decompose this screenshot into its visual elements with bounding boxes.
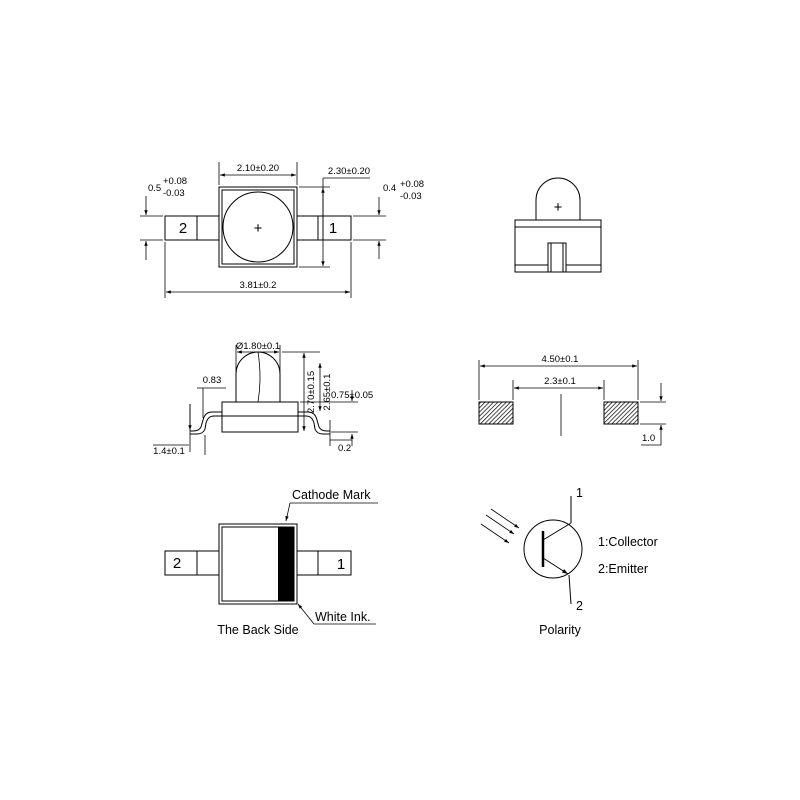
- lead-left-tol-plus: +0.08: [163, 176, 187, 187]
- lead-right-tol-minus: -0.03: [400, 191, 422, 202]
- dim-075-label: 0.75±0.05: [331, 390, 373, 401]
- lead-right-width-label: 0.4: [383, 183, 396, 194]
- pad-right: [603, 401, 639, 425]
- back-pin-right-label: 1: [337, 556, 345, 573]
- side-lead-left: [190, 411, 222, 432]
- back-view: 2 1 Cathode Mark White Ink. The Back Sid…: [164, 488, 378, 637]
- back-lead-left: [164, 550, 220, 576]
- polarity-pin-top-label: 1: [576, 486, 583, 500]
- cathode-mark-label: Cathode Mark: [292, 488, 371, 502]
- height-dim-label: 2.30±0.20: [328, 166, 370, 177]
- top-center-mark: +: [254, 220, 263, 237]
- dim-083-label: 0.83: [203, 375, 222, 386]
- top-view: + 2 1 2.10±0.20 2.30±0.20 3.81±0.2 0.5 +…: [140, 162, 424, 298]
- emitter-lead: [568, 574, 572, 605]
- top-pin-left-label: 2: [179, 220, 187, 237]
- transistor-circle: [523, 519, 583, 579]
- total-length-dim-label: 3.81±0.2: [240, 280, 277, 291]
- top-lens-circle: [222, 191, 294, 263]
- polarity-pin-bottom-label: 2: [576, 599, 583, 613]
- polarity-caption: Polarity: [539, 623, 581, 637]
- lens-diameter-label: Ø1.80±0.1: [236, 341, 280, 352]
- polarity-symbol: 1 2 1:Collector 2:Emitter Polarity: [480, 486, 658, 637]
- back-pin-left-label: 2: [173, 555, 181, 572]
- pad-total-dim-label: 4.50±0.1: [542, 354, 579, 365]
- width-dim-label: 2.10±0.20: [237, 163, 279, 174]
- lead-left: [164, 215, 220, 241]
- pad-left: [478, 401, 514, 425]
- dim-14-label: 1.4±0.1: [153, 446, 185, 457]
- lead-right-tol-plus: +0.08: [400, 179, 424, 190]
- lead-left-tol-minus: -0.03: [163, 188, 185, 199]
- pad-inner-dim-label: 2.3±0.1: [544, 376, 576, 387]
- side-lens: [235, 351, 281, 402]
- light-arrows-icon: [480, 508, 520, 544]
- side-base-upper: [221, 401, 299, 417]
- top-body-inner: [221, 189, 295, 265]
- dim-270-label: 2.70±0.15: [306, 371, 317, 413]
- side-base-lower: [221, 415, 299, 433]
- front-center-lead: [547, 242, 567, 273]
- front-lens-dome: [535, 177, 581, 220]
- dim-02-label: 0.2: [338, 443, 351, 454]
- back-side-caption: The Back Side: [217, 623, 298, 637]
- pad-layout: 4.50±0.1 2.3±0.1 1.0: [478, 354, 666, 446]
- collector-label: 1:Collector: [598, 535, 658, 549]
- emitter-label: 2:Emitter: [598, 562, 648, 576]
- cathode-mark-bar: [278, 527, 294, 601]
- lead-left-width-label: 0.5: [148, 183, 161, 194]
- top-pin-right-label: 1: [329, 220, 337, 237]
- side-view: Ø1.80±0.1 0.83 1.4±0.1 2.70±0.15 2.65±0.…: [153, 341, 373, 457]
- lead-right: [296, 215, 352, 241]
- front-center-mark: +: [554, 199, 563, 216]
- back-lead-right: [296, 550, 352, 576]
- dim-265-label: 2.65±0.1: [322, 374, 333, 411]
- side-lead-right: [298, 411, 330, 432]
- pad-height-dim-label: 1.0: [642, 433, 655, 444]
- white-ink-label: White Ink.: [315, 610, 371, 624]
- front-view: +: [514, 177, 602, 273]
